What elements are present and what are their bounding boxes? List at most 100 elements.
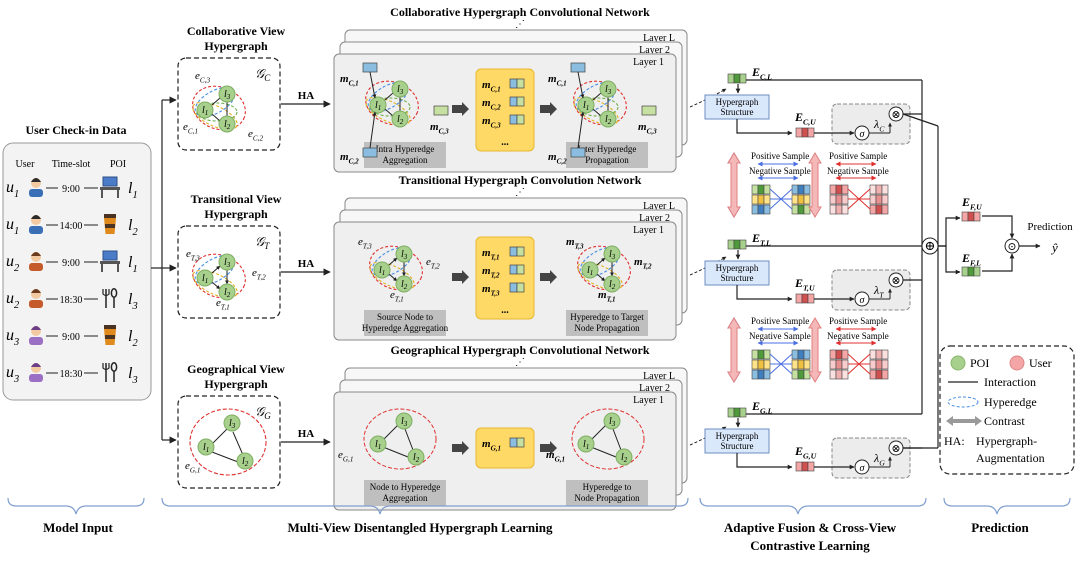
coffee-icon [104,325,116,345]
step-arrow-icon [540,102,557,116]
positive-sample-label: Positive Sample [751,316,809,326]
fusion-line [736,453,793,470]
legend-ha-text-2: Augmentation [976,451,1045,465]
hyperedge-outline [189,408,267,476]
svg-text:l3: l3 [609,249,616,261]
poi-node: l3 [395,412,413,430]
svg-text:l2: l2 [401,279,408,291]
step-label: Source Node to [377,312,433,322]
embedding-cell [803,204,811,215]
row-time: 18:30 [60,295,83,306]
contrast-arrow-icon [727,152,741,218]
section-model-input: Model Input [43,520,113,535]
hyperedge-outline [571,408,645,470]
legend-poi-label: POI [970,356,989,370]
step-label-box [364,310,446,336]
embedding-cell [829,359,837,370]
message-label: mT,3 [566,236,584,250]
embedding-cell [763,184,771,195]
poi-node: l2 [218,115,236,133]
embedding-cell [841,184,849,195]
interaction-edge [211,427,229,445]
svg-text:l2: l2 [621,452,628,464]
network-title: Collaborative Hypergraph Convolutional N… [390,5,650,19]
structure-label: Hypergraph [716,263,759,273]
col-poi: POI [110,159,126,170]
step-label: Hyperedge to Target [570,312,644,322]
embedding-cell [869,349,877,360]
poi-node: l2 [407,448,425,466]
embedding-cell [509,96,518,107]
interaction-edge [577,71,585,99]
final-user-embedding-label: EF,U [961,195,982,212]
svg-text:l1: l1 [203,442,209,454]
trans-view-title-1: Transitional View [191,192,282,206]
user-avatar-icon [29,363,43,382]
svg-text:l3: l3 [609,416,616,428]
fusion-line [902,113,939,127]
network-collab: Collaborative Hypergraph Convolutional N… [333,5,727,173]
poi-node: l1 [196,101,214,119]
embedding-cell [869,204,877,215]
aggregation-box-bg [475,236,535,320]
poi-node: l3 [395,245,413,263]
network-trans: Transitional Hypergraph Convolution Netw… [333,173,727,341]
step-label: Aggregation [383,493,428,503]
embedding-cell [875,194,883,205]
embedding-cell [751,349,759,360]
embedding-cell [791,359,799,370]
embedding-cell [801,127,809,138]
poi-node: l3 [599,80,617,98]
svg-text:l3: l3 [224,257,231,269]
embedding-cell [881,194,889,205]
embedding-cell [751,194,759,205]
step-label: Aggregation [383,155,428,165]
svg-text:l2: l2 [609,279,616,291]
embedding-cell [757,349,765,360]
embedding-cell [509,264,518,275]
trans-view-box [177,225,281,319]
hyperedge-outline [577,261,623,291]
hyperedge-label: eT,2 [252,267,266,281]
interaction-edge [612,428,622,451]
embedding-cell [869,194,877,205]
embedding-cell [751,204,759,215]
embedding-cell [733,73,741,84]
embedding-cell [763,359,771,370]
step-label: Inter Hyperedge [578,144,637,154]
aggregation-box: mT,1mT,2mT,3... [475,236,535,320]
fork-spoon-icon [102,288,118,308]
embedding-cell [727,73,735,84]
embedding-cell [835,359,843,370]
interaction-edge [369,71,377,99]
desk-icon [100,176,120,198]
embedding-cell [869,359,877,370]
hyperedge-label: eT,3 [358,236,372,250]
poi-node: l3 [391,80,409,98]
row-poi-label: l1 [128,254,138,275]
row-time: 9:00 [62,258,80,269]
poi-node: l1 [577,96,595,114]
embedding-cell [797,369,805,380]
hyperedge-label: eT,1 [390,289,404,303]
geo-view-title-2: Hypergraph [204,377,268,391]
row-poi-label: l3 [128,291,138,312]
embedding-cell [803,349,811,360]
contrast-arrow-icon [808,152,822,218]
layer-label: Layer 1 [633,225,664,236]
layer-label: Layer 1 [633,57,664,68]
step-label-box [364,142,446,168]
legend-user-dot [1009,355,1025,371]
poi-node: l2 [599,110,617,128]
embedding-cell [516,114,525,125]
step-arrow-icon [452,270,469,284]
layer-label: Layer L [643,201,675,212]
row-user-label: u3 [6,327,19,348]
poi-node: l2 [236,452,254,470]
user-avatar-icon [29,215,43,234]
